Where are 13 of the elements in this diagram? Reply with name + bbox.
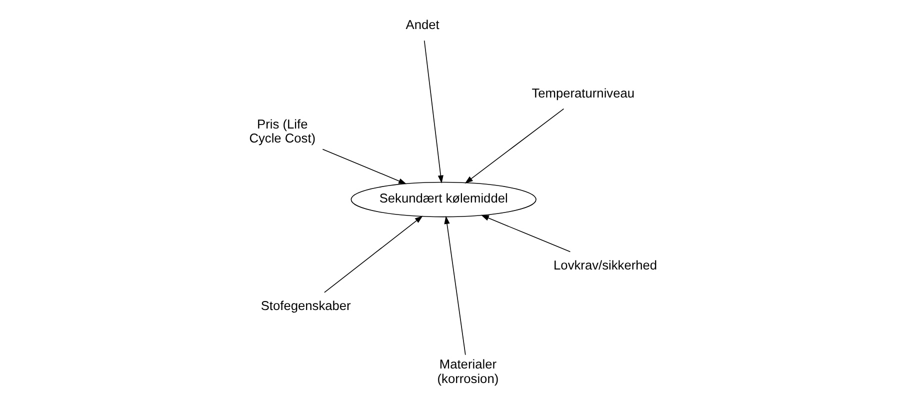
node-text: Temperaturniveau	[532, 85, 635, 100]
node-text: Stofegenskaber	[260, 298, 351, 313]
arrow	[464, 108, 564, 184]
arrow	[480, 214, 571, 252]
node-text: Lovkrav/sikkerhed	[554, 257, 658, 272]
arrow	[322, 148, 407, 184]
node-text: Pris (Life Cycle Cost)	[249, 116, 316, 146]
arrow	[444, 216, 466, 356]
node-text: Materialer (korrosion)	[437, 356, 499, 386]
arrow	[424, 40, 444, 184]
arrow	[324, 216, 423, 293]
node-ellipse: Sekundært kølemiddel	[350, 182, 536, 218]
node-text: Andet	[406, 17, 440, 32]
